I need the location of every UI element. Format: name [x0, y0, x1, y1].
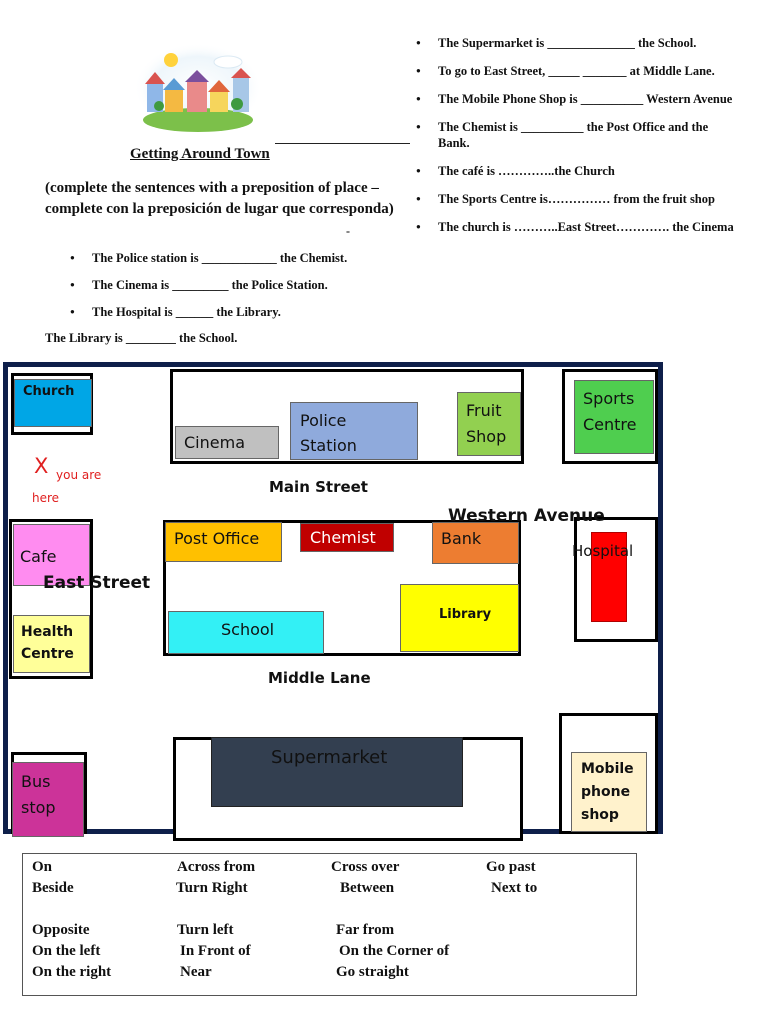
east-street-label: East Street: [43, 573, 151, 593]
supermarket-building: [211, 737, 463, 807]
vocab-word: Near: [180, 964, 212, 980]
post-office-building: Post Office: [165, 522, 282, 562]
library-sentence: The Library is ________ the School.: [45, 331, 238, 345]
sentence-item: The Police station is ____________ the C…: [70, 250, 400, 266]
page-title: Getting Around Town: [130, 146, 270, 162]
vocabulary-box: On Across from Cross over Go past Beside…: [22, 853, 637, 996]
sentence-item: The Supermarket is ______________ the Sc…: [416, 35, 736, 51]
fruit-shop-label: Fruit Shop: [466, 401, 507, 446]
vocab-word: Between: [340, 880, 395, 896]
left-sentence-list: The Police station is ____________ the C…: [70, 250, 400, 331]
health-centre-building: Health Centre: [13, 615, 90, 673]
title-underline: [275, 143, 410, 144]
cafe-building: Cafe: [13, 524, 90, 586]
mobile-shop-building: Mobile phone shop: [571, 752, 647, 832]
instructions: (complete the sentences with a prepositi…: [45, 180, 394, 217]
vocab-word: Go straight: [336, 964, 409, 980]
church-building: Church: [14, 379, 92, 427]
town-map: Church Cinema Police Station Fruit Shop …: [3, 362, 663, 841]
hospital-label: Hospital: [572, 542, 634, 560]
post-office-label: Post Office: [174, 529, 260, 548]
dash-mark: -: [346, 224, 350, 238]
sentence-item: To go to East Street, _____ _______ at M…: [416, 63, 736, 79]
sentence-item: The Sports Centre is…………… from the fruit…: [416, 191, 736, 207]
hospital-building: [591, 532, 627, 622]
town-illustration: [134, 43, 262, 133]
cafe-label: Cafe: [20, 547, 57, 566]
bank-label: Bank: [441, 529, 482, 548]
vocab-word: On the right: [32, 964, 112, 980]
police-label: Police Station: [300, 411, 357, 455]
sentence-item: The Cinema is _________ the Police Stati…: [70, 277, 400, 293]
vocab-word: Turn Right: [176, 880, 248, 896]
church-label: Church: [23, 384, 75, 399]
mobile-shop-label: Mobile phone shop: [581, 761, 634, 823]
vocab-word: On the left: [32, 943, 101, 959]
supermarket-label: Supermarket: [271, 747, 388, 768]
vocab-word: Beside: [32, 880, 74, 896]
bus-stop-building: Bus stop: [12, 762, 84, 837]
middle-lane-label: Middle Lane: [268, 669, 371, 687]
vocab-word: Far from: [336, 922, 395, 938]
sentence-item: The Chemist is __________ the Post Offic…: [416, 119, 736, 151]
health-centre-label: Health Centre: [21, 624, 74, 662]
you-are-here-marker: X: [34, 454, 49, 478]
library-building: Library: [400, 584, 519, 652]
chemist-building: Chemist: [300, 523, 394, 552]
right-sentence-list: The Supermarket is ______________ the Sc…: [416, 35, 736, 247]
fruit-shop-building: Fruit Shop: [457, 392, 521, 456]
sentence-item: The church is ………..East Street…………. the …: [416, 219, 736, 235]
bus-stop-label: Bus stop: [21, 772, 56, 817]
sentence-item: The Mobile Phone Shop is __________ West…: [416, 91, 736, 107]
vocab-word: On the Corner of: [339, 943, 450, 959]
vocab-word: In Front of: [180, 943, 251, 959]
vocab-word: Go past: [486, 859, 536, 875]
western-avenue-label: Western Avenue: [448, 506, 605, 526]
sports-centre-building: Sports Centre: [574, 380, 654, 454]
library-label: Library: [439, 607, 492, 622]
you-are-here-text: you are here: [32, 468, 102, 505]
bank-building: Bank: [432, 522, 519, 564]
vocab-word: Opposite: [32, 922, 90, 938]
sentence-item: The Hospital is ______ the Library.: [70, 304, 400, 320]
chemist-label: Chemist: [310, 528, 376, 547]
sports-centre-label: Sports Centre: [583, 389, 637, 434]
vocab-word: Across from: [177, 859, 256, 875]
cinema-building: Cinema: [175, 426, 279, 459]
vocab-word: Next to: [491, 880, 538, 896]
cinema-label: Cinema: [184, 433, 245, 452]
school-building: School: [168, 611, 324, 654]
vocab-word: On: [32, 859, 53, 875]
main-street-label: Main Street: [269, 478, 368, 496]
sentence-item: The café is …………..the Church: [416, 163, 736, 179]
police-station-building: Police Station: [290, 402, 418, 460]
vocab-word: Turn left: [177, 922, 234, 938]
vocab-word: Cross over: [331, 859, 400, 875]
school-label: School: [221, 620, 275, 639]
